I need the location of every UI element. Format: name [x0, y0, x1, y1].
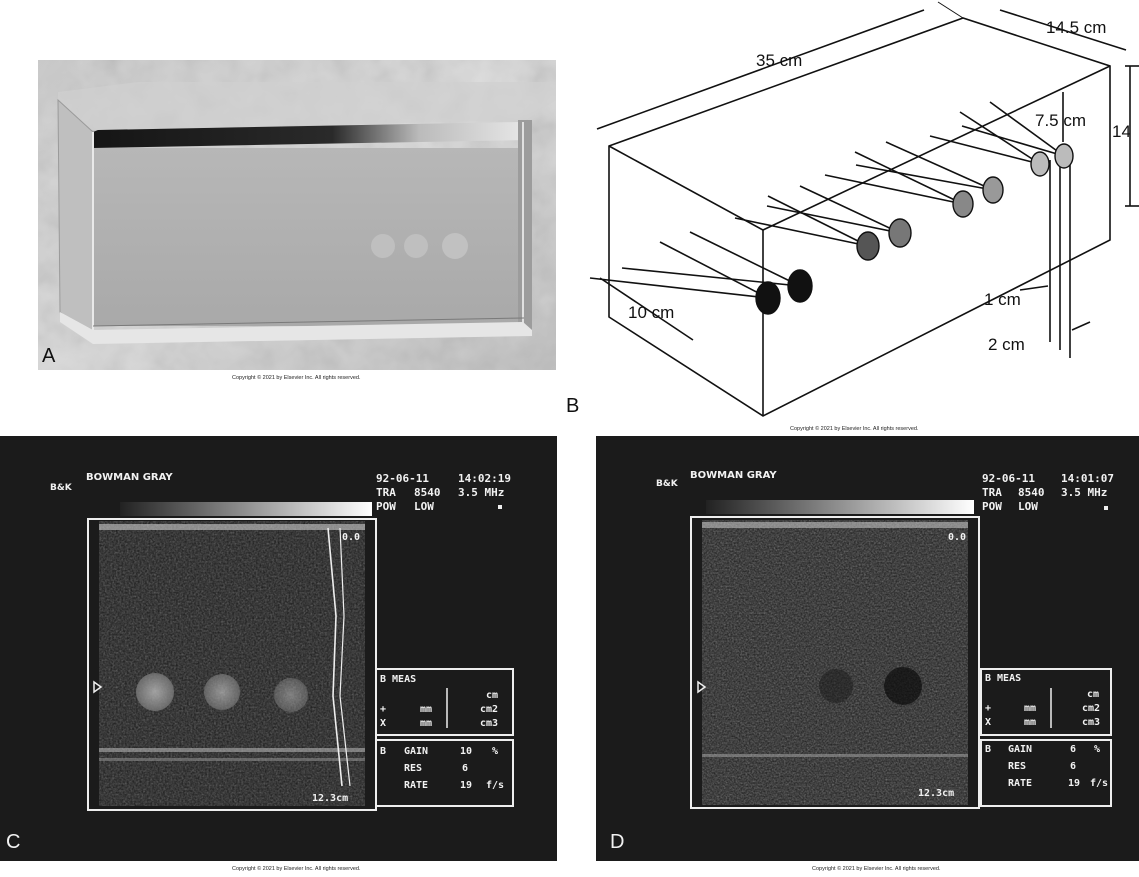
site-c: BOWMAN GRAY	[86, 472, 173, 483]
freq-c: 3.5 MHz	[458, 486, 504, 499]
pow-val-c: LOW	[414, 500, 434, 513]
rate-val-c: 19	[460, 780, 472, 791]
pow-val-d: LOW	[1018, 500, 1038, 513]
brand-c: B&K	[50, 483, 73, 493]
meas-title-c: B MEAS	[380, 674, 416, 685]
copyright-d: Copyright © 2021 by Elsevier Inc. All ri…	[812, 866, 941, 872]
pow-c: POW	[376, 500, 396, 513]
rate-label-c: RATE	[404, 780, 428, 791]
panel-c-label: C	[6, 831, 21, 853]
zero-c: 0.0	[342, 532, 360, 543]
probe-c: TRA	[376, 486, 396, 499]
time-d: 14:01:07	[1061, 472, 1114, 485]
meas-unit1-d: cm	[1087, 689, 1099, 700]
meas-mm1-d: mm	[1024, 703, 1036, 714]
probe-num-c: 8540	[414, 486, 441, 499]
panel-a: A	[38, 60, 556, 370]
panel-c: B&K BOWMAN GRAY 92-06-11 14:02:19 TRA 85…	[0, 436, 557, 861]
panel-a-label: A	[42, 345, 56, 367]
date-d: 92-06-11	[982, 472, 1035, 485]
panel-b: 35 cm 14.5 cm 14 7.5 cm 10 cm 1 cm 2 cm …	[566, 0, 1139, 430]
gain-label-c: GAIN	[404, 746, 428, 757]
meas-x-d: X	[985, 717, 991, 728]
gain-val-d: 6	[1070, 744, 1076, 755]
copyright-b: Copyright © 2021 by Elsevier Inc. All ri…	[790, 426, 919, 432]
rate-unit-c: f/s	[486, 780, 504, 791]
dim-2cm: 2 cm	[988, 335, 1025, 354]
dim-width: 14.5 cm	[1046, 18, 1106, 37]
panel-b-label: B	[566, 395, 580, 417]
probe-num-d: 8540	[1018, 486, 1045, 499]
copyright-c: Copyright © 2021 by Elsevier Inc. All ri…	[232, 866, 361, 872]
b-c: B	[380, 746, 386, 757]
ultrasound-c: B&K BOWMAN GRAY 92-06-11 14:02:19 TRA 85…	[0, 436, 557, 861]
b-d: B	[985, 744, 991, 755]
res-val-d: 6	[1070, 761, 1076, 772]
meas-plus-d: +	[985, 703, 991, 714]
meas-title-d: B MEAS	[985, 673, 1021, 684]
panel-d: B&K BOWMAN GRAY 92-06-11 14:01:07 TRA 85…	[596, 436, 1139, 861]
phantom-diagram: 35 cm 14.5 cm 14 7.5 cm 10 cm 1 cm 2 cm	[589, 1, 1139, 417]
gain-val-c: 10	[460, 746, 472, 757]
rate-unit-d: f/s	[1090, 778, 1108, 789]
dim-height: 14	[1112, 122, 1131, 141]
phantom-photo	[38, 60, 556, 370]
gain-unit-c: %	[492, 746, 498, 757]
depth-c: 12.3cm	[312, 793, 348, 804]
res-label-c: RES	[404, 763, 422, 774]
probe-d: TRA	[982, 486, 1002, 499]
meas-mm2-c: mm	[420, 718, 432, 729]
depth-d: 12.3cm	[918, 788, 954, 799]
meas-mm2-d: mm	[1024, 717, 1036, 728]
dim-1cm: 1 cm	[984, 290, 1021, 309]
dim-depth: 10 cm	[628, 303, 674, 322]
meas-unit2-d: cm2	[1082, 703, 1100, 714]
time-c: 14:02:19	[458, 472, 511, 485]
meas-unit3-c: cm3	[480, 718, 498, 729]
rate-val-d: 19	[1068, 778, 1080, 789]
res-val-c: 6	[462, 763, 468, 774]
freq-d: 3.5 MHz	[1061, 486, 1107, 499]
panel-d-label: D	[610, 831, 625, 853]
meas-plus-c: +	[380, 704, 386, 715]
pow-d: POW	[982, 500, 1002, 513]
meas-unit2-c: cm2	[480, 704, 498, 715]
meas-unit3-d: cm3	[1082, 717, 1100, 728]
dim-spacing: 7.5 cm	[1035, 111, 1086, 130]
copyright-a: Copyright © 2021 by Elsevier Inc. All ri…	[232, 375, 361, 381]
meas-unit1-c: cm	[486, 690, 498, 701]
dim-length: 35 cm	[756, 51, 802, 70]
site-d: BOWMAN GRAY	[690, 470, 777, 481]
meas-x-c: X	[380, 718, 386, 729]
gain-unit-d: %	[1094, 744, 1100, 755]
gain-label-d: GAIN	[1008, 744, 1032, 755]
rate-label-d: RATE	[1008, 778, 1032, 789]
meas-mm1-c: mm	[420, 704, 432, 715]
ultrasound-d: B&K BOWMAN GRAY 92-06-11 14:01:07 TRA 85…	[596, 436, 1139, 861]
brand-d: B&K	[656, 479, 679, 489]
res-label-d: RES	[1008, 761, 1026, 772]
zero-d: 0.0	[948, 532, 966, 543]
date-c: 92-06-11	[376, 472, 429, 485]
